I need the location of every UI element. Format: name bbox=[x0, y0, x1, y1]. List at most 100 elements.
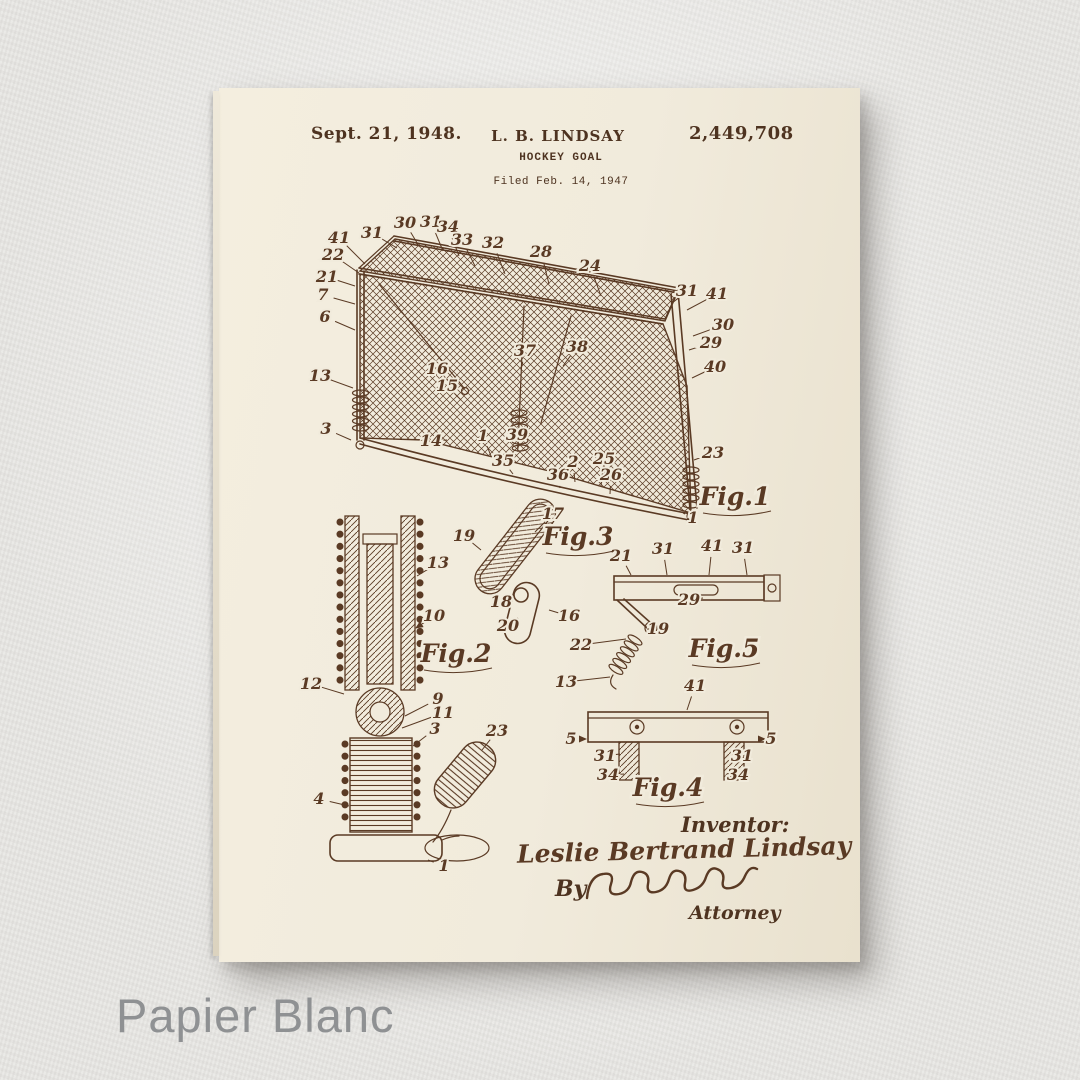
leader-line bbox=[691, 371, 706, 379]
reference-number: 22 bbox=[321, 245, 344, 264]
reference-number: 16 bbox=[558, 606, 580, 625]
reference-number: 26 bbox=[599, 465, 622, 484]
leader-line bbox=[576, 676, 611, 682]
figure-label-underline bbox=[635, 801, 705, 808]
leader-line bbox=[670, 297, 679, 305]
reference-number: 23 bbox=[701, 443, 724, 462]
reference-number: 30 bbox=[712, 315, 734, 334]
leader-line bbox=[727, 772, 732, 775]
reference-number: 10 bbox=[423, 606, 445, 625]
leader-line bbox=[401, 716, 433, 729]
reference-number: 23 bbox=[485, 721, 508, 740]
leader-line bbox=[664, 559, 668, 576]
reference-number: 6 bbox=[319, 307, 330, 326]
leader-line bbox=[466, 249, 476, 267]
leader-line bbox=[509, 469, 514, 475]
reference-number: 13 bbox=[555, 672, 577, 691]
leader-line bbox=[496, 253, 506, 275]
leader-line bbox=[330, 379, 354, 389]
patent-print: Sept. 21, 1948. L. B. LINDSAY 2,449,708 … bbox=[213, 88, 860, 962]
leader-line bbox=[534, 521, 546, 533]
leader-line bbox=[321, 686, 345, 695]
figure-label-underline bbox=[691, 662, 761, 669]
reference-number: 25 bbox=[592, 449, 615, 468]
reference-number: 31 bbox=[676, 281, 698, 300]
leader-line bbox=[562, 355, 571, 367]
figure-label-underline bbox=[423, 667, 493, 674]
leader-line bbox=[682, 512, 686, 515]
leader-line bbox=[427, 859, 434, 863]
reference-number: 31 bbox=[594, 746, 616, 765]
reference-number: 34 bbox=[727, 765, 749, 784]
fig4-mounting-bar bbox=[587, 711, 769, 781]
reference-number: 13 bbox=[427, 553, 449, 572]
reference-number: 22 bbox=[569, 635, 592, 654]
reference-number: 39 bbox=[506, 425, 528, 444]
leader-line bbox=[334, 320, 356, 331]
reference-number: 1 bbox=[687, 508, 698, 527]
reference-number: 7 bbox=[317, 285, 328, 304]
reference-number: 41 bbox=[706, 284, 728, 303]
patent-filed-line: Filed Feb. 14, 1947 bbox=[493, 176, 629, 188]
patent-date: Sept. 21, 1948. bbox=[311, 124, 462, 144]
figure-label-underline bbox=[545, 550, 615, 557]
reference-number: 32 bbox=[482, 233, 504, 252]
patent-drawing: 4122217613331303134333228243141302940231… bbox=[298, 210, 781, 900]
figure-label: Fig.3 bbox=[542, 522, 614, 551]
reference-number: 3 bbox=[429, 719, 440, 738]
reference-number: 35 bbox=[492, 451, 514, 470]
fig5-corner-bracket bbox=[606, 574, 781, 690]
reference-number: 31 bbox=[732, 538, 754, 557]
attorney-label: Attorney bbox=[689, 902, 781, 924]
leader-line bbox=[543, 262, 550, 285]
leader-line bbox=[346, 245, 366, 265]
reference-number: 17 bbox=[542, 504, 564, 523]
reference-number: 1 bbox=[477, 426, 488, 445]
reference-number: 5 bbox=[565, 729, 576, 748]
inventor-label: Inventor: bbox=[681, 812, 790, 837]
leader-line bbox=[573, 472, 576, 483]
reference-number: 9 bbox=[432, 689, 443, 708]
reference-number: 16 bbox=[426, 359, 448, 378]
leader-line bbox=[444, 376, 452, 385]
leader-line bbox=[472, 542, 482, 551]
reference-number: 14 bbox=[420, 431, 442, 450]
reference-number: 31 bbox=[652, 539, 674, 558]
reference-number: 15 bbox=[436, 376, 458, 395]
leader-line bbox=[708, 556, 712, 576]
fig2-post-section bbox=[329, 515, 497, 862]
reference-number: 31 bbox=[361, 223, 383, 242]
leader-line bbox=[600, 469, 604, 487]
reference-number: 37 bbox=[514, 341, 536, 360]
reference-number: 38 bbox=[566, 337, 588, 356]
patent-inventor-short: L. B. LINDSAY bbox=[491, 127, 625, 145]
reference-number: 12 bbox=[300, 674, 322, 693]
leader-line bbox=[520, 361, 524, 371]
reference-number: 41 bbox=[684, 676, 706, 695]
leader-line bbox=[415, 621, 426, 629]
leader-line bbox=[381, 238, 398, 249]
reference-number: 31 bbox=[731, 746, 753, 765]
reference-number: 30 bbox=[394, 213, 416, 232]
reference-number: 18 bbox=[490, 592, 512, 611]
leader-line bbox=[481, 739, 491, 751]
leader-line bbox=[337, 279, 356, 287]
leader-line bbox=[692, 328, 713, 337]
reference-number: 13 bbox=[309, 366, 331, 385]
figure-label: Fig.5 bbox=[688, 634, 760, 663]
leader-line bbox=[335, 432, 352, 441]
reference-number: 3 bbox=[320, 419, 331, 438]
leader-line bbox=[454, 393, 462, 401]
figure-label: Fig.1 bbox=[699, 482, 771, 511]
reference-number: 31 bbox=[420, 212, 442, 231]
fig1-hockey-goal bbox=[351, 235, 700, 521]
leader-line bbox=[451, 237, 460, 257]
reference-number: 2 bbox=[566, 452, 578, 471]
reference-number: 5 bbox=[765, 729, 776, 748]
leader-line bbox=[615, 753, 621, 756]
reference-number: 28 bbox=[529, 242, 552, 261]
leader-line bbox=[416, 568, 429, 577]
leader-line bbox=[329, 801, 350, 807]
